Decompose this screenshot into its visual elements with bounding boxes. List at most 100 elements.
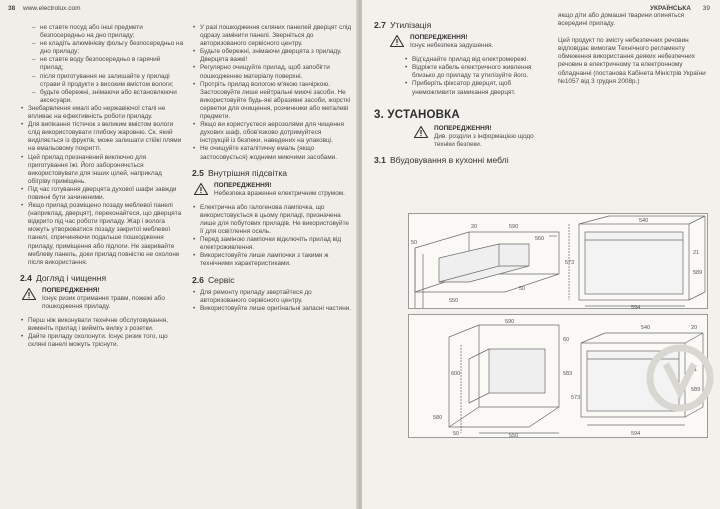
site-url: www.electrolux.com <box>23 5 81 12</box>
bullet-item: Протріть прилад вологою м'якою ганчіркою… <box>192 81 352 121</box>
bullet-item: Перш ніж виконувати технічне обслуговува… <box>20 317 185 333</box>
section-title: Утилізація <box>389 20 432 30</box>
language-label: УКРАЇНСЬКА <box>649 5 691 12</box>
dash-item: не ставте воду безпосередньо в гарячий п… <box>20 56 185 72</box>
built-in-cabinet-drawing: 20 590 560 550 50 50 540 594 21 573 589 <box>411 215 706 311</box>
bullet-item: Перед заміною лампочки відключіть прилад… <box>192 236 352 252</box>
dimension-label: 583 <box>563 371 572 377</box>
section-number: 2.7 <box>374 20 386 30</box>
dimension-label: 573 <box>571 395 580 401</box>
section-number: 2.6 <box>192 274 204 285</box>
section-title: Внутрішня підсвітка <box>207 167 288 178</box>
dimension-label: 50 <box>411 240 417 246</box>
bullet-item: Знебарвлення емалі або нержавіючої сталі… <box>20 105 185 121</box>
bullet-item: У разі пошкодження скляних панелей дверц… <box>192 24 352 48</box>
dimension-label: 589 <box>693 270 702 276</box>
right-page-number: 39 <box>702 5 710 12</box>
bullet-item: Під час готування дверцята духової шафи … <box>20 186 185 202</box>
watermark-logo <box>646 344 714 412</box>
column-2: У разі пошкодження скляних панелей дверц… <box>192 24 352 313</box>
bullet-item: Відріжте кабель електричного живлення бл… <box>404 64 552 80</box>
dimension-label: 573 <box>565 260 574 266</box>
bullet-item: Дайте приладу охолонути. Існує ризик тог… <box>20 333 185 349</box>
section-number: 2.4 <box>20 272 32 283</box>
warning-title: ПОПЕРЕДЖЕННЯ! <box>410 34 468 41</box>
dimension-label: 540 <box>641 325 650 331</box>
bullet-item: Електрична або галогенова лампочка, що в… <box>192 204 352 236</box>
dimension-label: 550 <box>509 433 518 439</box>
bullet-item: Цей прилад призначений виключно для приг… <box>20 154 185 186</box>
dimension-label: 600 <box>451 371 460 377</box>
dimension-label: 20 <box>691 325 697 331</box>
dimension-label: 21 <box>693 250 699 256</box>
left-page-number: 38 <box>8 5 16 12</box>
bullet-item: Використовуйте лише лампочки з такими ж … <box>192 252 352 268</box>
dimension-label: 560 <box>535 236 544 242</box>
warning-icon <box>22 287 36 300</box>
bullet-item: Не очищуйте каталітичну емаль (якщо заст… <box>192 145 352 161</box>
chapter-number: 3. <box>374 108 384 121</box>
column-1: не ставте посуд або інші предмети безпос… <box>20 24 185 349</box>
warning-title: ПОПЕРЕДЖЕННЯ! <box>42 286 100 294</box>
dash-list: не ставте посуд або інші предмети безпос… <box>20 24 185 105</box>
warning-icon <box>390 35 404 47</box>
chapter-heading: 3. УСТАНОВКА <box>374 108 552 121</box>
dimension-label: 590 <box>505 319 514 325</box>
warning-title: ПОПЕРЕДЖЕННЯ! <box>434 124 492 132</box>
bullet-list: Від'єднайте прилад від електромережі. Ві… <box>404 56 552 96</box>
warning-icon <box>194 182 208 195</box>
bullet-list-2-5: Електрична або галогенова лампочка, що в… <box>192 204 352 269</box>
warning-block: ПОПЕРЕДЖЕННЯ! Небезпека враження електри… <box>192 182 352 198</box>
dimension-label: 594 <box>631 305 640 310</box>
bullet-item: Приберіть фіксатор дверцят, щоб унеможли… <box>404 80 552 96</box>
bullet-list: Знебарвлення емалі або нержавіючої сталі… <box>20 105 185 267</box>
warning-block: ПОПЕРЕДЖЕННЯ! Існує небезпека задушення. <box>388 34 552 50</box>
dimension-label: 580 <box>433 415 442 421</box>
chapter-title: УСТАНОВКА <box>387 108 460 121</box>
left-page-header: 38 www.electrolux.com <box>8 5 80 12</box>
bullet-item: Для випікання тістечок з великим вмістом… <box>20 121 185 153</box>
section-title: Догляд і чищення <box>35 272 107 283</box>
warning-icon <box>414 125 428 138</box>
right-page-header: УКРАЇНСЬКА 39 <box>650 5 710 12</box>
bullet-item: Регулярно очищуйте прилад, щоб запобігти… <box>192 64 352 80</box>
left-page: 38 www.electrolux.com не ставте посуд аб… <box>0 0 358 509</box>
section-number: 2.5 <box>192 167 204 178</box>
text-line: Цей продукт по змісту небезпечних речови… <box>558 37 706 85</box>
dimension-label: 594 <box>631 431 640 437</box>
warning-text: Див. розділи з інформацією щодо техніки … <box>434 132 534 148</box>
bullet-list: У разі пошкодження скляних панелей дверц… <box>192 24 352 162</box>
dimension-label: 550 <box>449 298 458 304</box>
bullet-item: Від'єднайте прилад від електромережі. <box>404 56 552 64</box>
dimension-label: 590 <box>509 224 518 230</box>
dimension-label: 20 <box>471 224 477 230</box>
dimension-label: 60 <box>563 337 569 343</box>
installation-diagram-1: 20 590 560 550 50 50 540 594 21 573 589 <box>408 213 708 311</box>
warning-block: ПОПЕРЕДЖЕННЯ! Існує ризик отримання трав… <box>20 287 185 311</box>
column-4: якщо діти або домашні тварини опиняться … <box>558 12 708 86</box>
bullet-item: Для ремонту приладу звертайтеся до автор… <box>192 289 352 305</box>
installation-diagram-2: 540 20 60 583 590 600 550 50 580 594 21 … <box>408 314 708 439</box>
dimension-label: 589 <box>691 387 700 393</box>
bullet-item: Будьте обережні, знімаючи дверцята з при… <box>192 48 352 64</box>
dash-item: будьте обережні, знімаючи або встановлюю… <box>20 89 185 105</box>
text-line: якщо діти або домашні тварини опиняться … <box>558 12 685 28</box>
warning-text: Існує небезпека задушення. <box>410 42 494 50</box>
dimension-label: 50 <box>453 431 459 437</box>
bullet-item: Використовуйте лише оригінальні запасні … <box>192 305 352 313</box>
dash-item: не ставте посуд або інші предмети безпос… <box>20 24 185 40</box>
bullet-item: Якщо ви користуєтеся аерозолями для чище… <box>192 121 352 145</box>
warning-title: ПОПЕРЕДЖЕННЯ! <box>214 181 272 189</box>
warning-block: ПОПЕРЕДЖЕННЯ! Див. розділи з інформацією… <box>412 125 542 149</box>
section-title: Вбудовування в кухонні меблі <box>389 155 509 166</box>
bullet-list-2-6: Для ремонту приладу звертайтеся до автор… <box>192 289 352 313</box>
dimension-label: 50 <box>519 286 525 292</box>
tall-cabinet-drawing: 540 20 60 583 590 600 550 50 580 594 21 … <box>433 319 704 439</box>
section-title: Сервіс <box>207 274 235 285</box>
